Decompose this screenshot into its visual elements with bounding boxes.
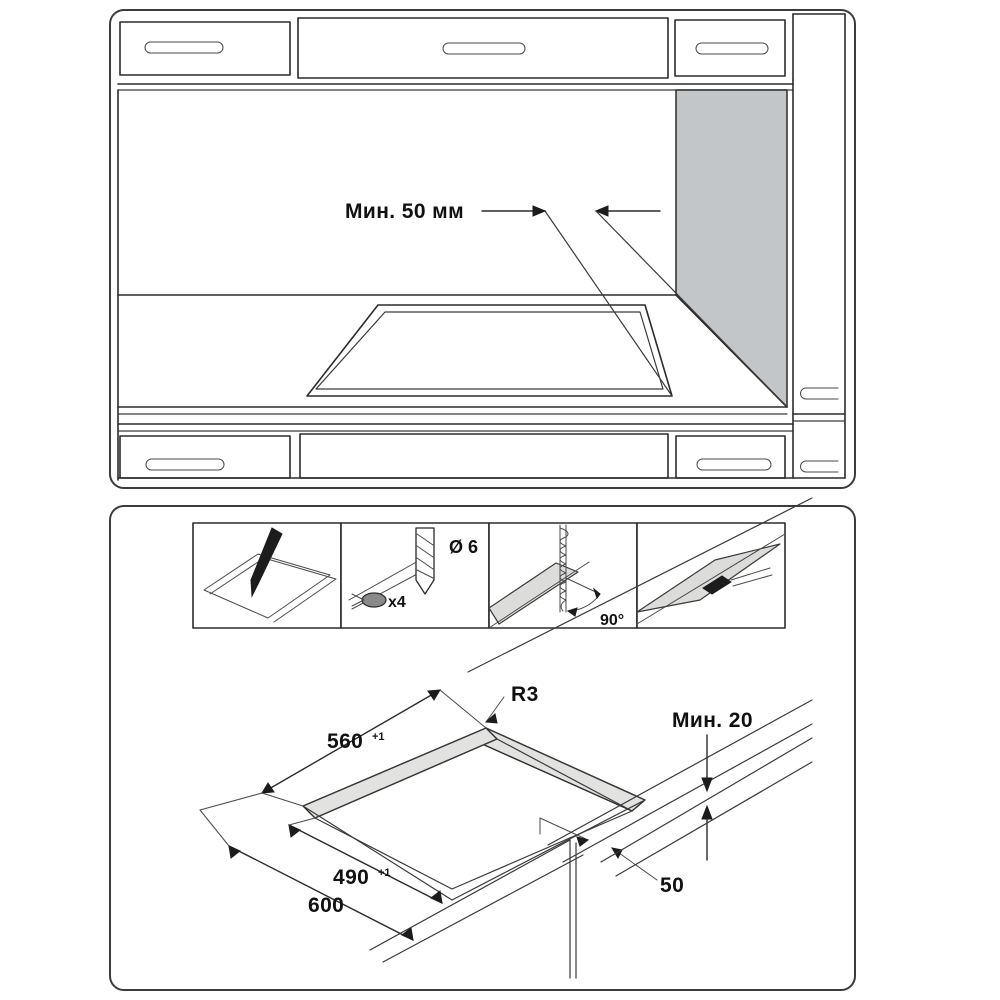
dim-490-line [288,824,443,904]
counter-front-edge-a [547,699,813,846]
upper-cabinet-left [119,21,291,76]
arrowhead-icon [592,587,601,600]
dim-600-line [228,845,414,941]
arrowhead-icon [484,713,498,724]
counter-front-edge-b [562,723,813,863]
worktop-band-icon [488,562,579,625]
counter-front-edge-d [382,854,584,963]
pencil-tip-icon [250,579,259,598]
arrowhead-icon [566,607,578,617]
dim-490-ext-a [288,817,316,826]
top-panel-frame [109,9,856,489]
dim-min20-label: Мин. 20 [672,709,753,732]
arrowhead-icon [701,777,713,793]
r3-leader [485,696,505,723]
upper-cabinets [119,13,846,81]
screw-angle-label: 90° [600,612,624,629]
dim-560-line [261,689,441,794]
dim-r3-label: R3 [511,683,539,706]
worktop-outline-icon [203,553,331,619]
dim-490-label: 490 [333,866,369,889]
screw-thread-icon [559,527,569,612]
worktop-band-icon [636,543,781,613]
drill-qty-label: x4 [388,594,406,611]
arrowhead-icon [427,689,441,701]
cabinet-handle-icon [442,42,526,55]
dim-560-label: 560 [327,730,363,753]
clip-arm-icon [730,567,773,587]
base-cabinets [117,423,846,479]
worktop-edge-icon [636,533,786,625]
dim-560-ext-a [439,689,487,729]
dim-min20: Мин. 20 [672,709,753,861]
dim-600: 600 [199,792,414,941]
min-clearance-label: Мин. 50 мм [345,200,464,223]
cabinet-handle-icon [695,42,769,55]
cabinet-handle-icon [800,387,839,400]
arrowhead-icon [401,927,414,941]
dim-560: 560 +1 [261,689,487,807]
drill-flute-icon [416,533,434,579]
cutout-inner-edge [314,738,633,890]
counter-far-edge-a [467,497,813,673]
arrowhead-icon [701,804,713,820]
clip-block-icon [702,575,732,595]
drill-diameter-label: Ø 6 [449,537,478,557]
counter-front-edge-c [369,839,571,951]
step-cell-mark [192,522,342,629]
arrowhead-icon [288,824,301,838]
leader-diag-right [595,210,788,408]
base-cabinet-right [675,435,786,479]
step-cell-drill: x4 Ø 6 [340,522,490,629]
cabinet-handle-icon [800,460,839,473]
counter-band-line-a [600,737,813,863]
hole-leader-icon [351,593,365,607]
min-clearance-leaders [481,205,788,408]
step-cell-clip [636,522,786,629]
step-cell-border [192,522,342,629]
worktop-edge-icon [488,561,590,629]
dim-560-ext-b [261,792,304,807]
dim-490: 490 +1 [288,817,443,904]
bottom-panel-group: x4 Ø 6 90° [109,497,856,991]
drill-bit-icon [415,527,435,595]
cutout-outer-edge [302,727,646,901]
step-icon-strip: x4 Ø 6 90° [192,522,786,629]
worktop-outline-icon-2 [209,557,337,623]
upper-cabinet-right [674,19,786,77]
arrowhead-icon [261,782,275,794]
worktop-isometric: 560 +1 490 +1 [199,497,813,979]
cutout-inner-arrow [539,817,590,847]
counter-band-line-b [615,761,813,877]
top-panel-group: Мин. 50 мм [109,9,856,489]
hole-icon [361,592,387,608]
leader-diag-left [544,210,673,397]
cabinet-handle-icon [696,458,772,471]
arrowhead-icon [228,845,241,859]
dim-r3: R3 [484,683,539,724]
dim-50-label: 50 [660,874,684,897]
cabinet-handle-icon [145,458,225,471]
dim-600-ext-b [199,809,230,847]
cooktop-inner [315,311,664,390]
dim-490-tol: +1 [378,867,391,879]
arrowhead-left [594,205,609,217]
right-side-column [792,13,846,479]
upper-cabinet-center [297,17,669,79]
step-cell-screw: 90° [488,522,638,629]
dim-560-tol: +1 [372,731,385,743]
arrowhead-icon [576,836,590,847]
inner-arrow-line [539,817,589,841]
arrowhead-right [532,205,547,217]
cabinet-handle-icon [144,41,224,54]
base-cabinet-center [299,433,669,479]
base-cabinet-left [119,435,291,479]
dim-600-label: 600 [308,894,344,917]
arrowhead-icon [430,890,443,904]
dim-600-ext-a [199,792,263,811]
